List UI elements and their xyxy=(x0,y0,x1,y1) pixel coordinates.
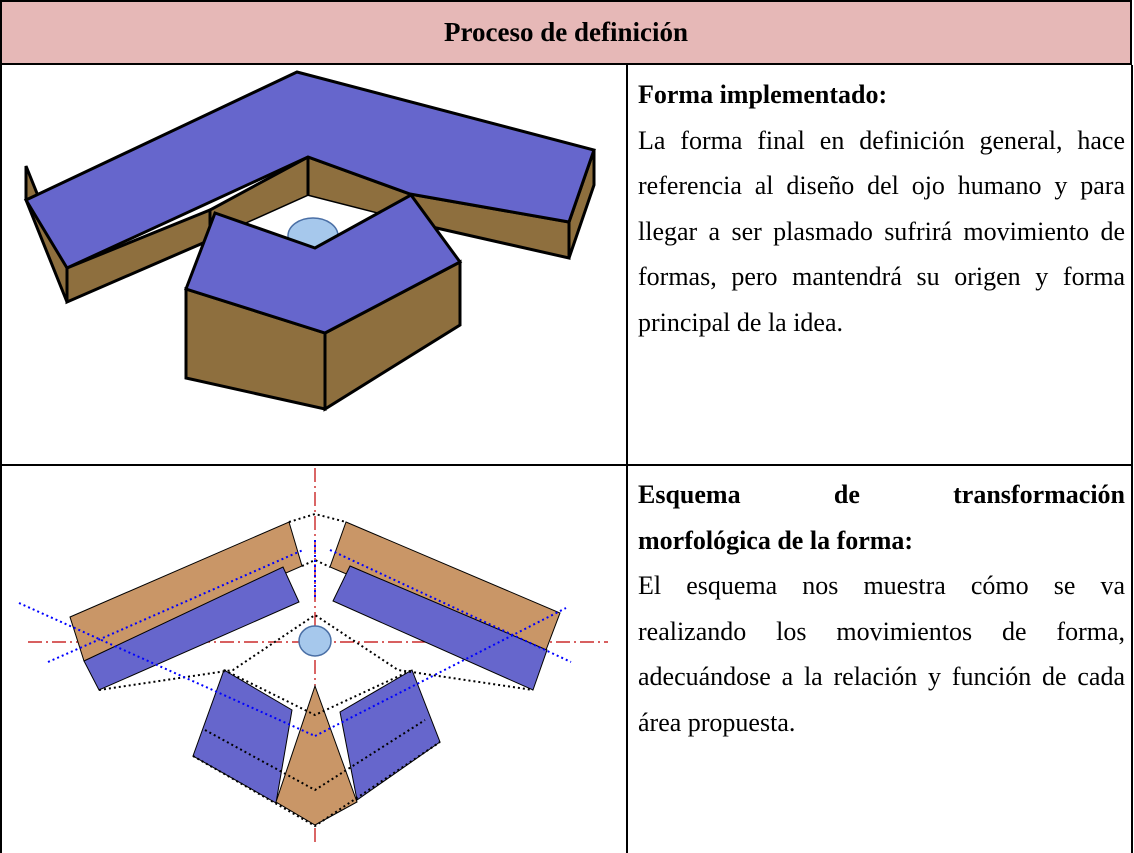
back-wing-roof xyxy=(23,70,596,270)
table-right-border xyxy=(1131,65,1133,853)
bottom-dotted-left xyxy=(192,741,441,828)
table-row-divider xyxy=(0,464,1133,466)
guide-line-right-down xyxy=(314,607,567,737)
row2-heading-line1: Esquema de transformación xyxy=(638,480,1125,509)
table-header-title: Proceso de definición xyxy=(444,17,688,47)
middle-dotted-left xyxy=(98,613,534,691)
center-circle xyxy=(298,625,332,657)
building-3d-icon xyxy=(23,70,596,412)
table-left-border xyxy=(0,65,2,853)
center-triangle-tan xyxy=(275,684,358,826)
left-wing-blue xyxy=(83,566,300,691)
upper-dotted-outline xyxy=(288,512,347,523)
bottom-inner-dotted xyxy=(204,719,426,792)
bottom-right-blue xyxy=(339,669,441,801)
guide-line-left-down xyxy=(18,602,316,737)
row2-heading-line2: morfológica de la forma: xyxy=(638,525,914,555)
row1-text-cell: Forma implementado: La forma final en de… xyxy=(638,72,1125,345)
bottom-left-blue xyxy=(192,669,293,804)
lower-dotted xyxy=(223,669,413,717)
row2-body: El esquema nos muestra cómo se va realiz… xyxy=(638,571,1125,737)
table-column-divider xyxy=(626,65,628,853)
row1-body: La forma final en definición general, ha… xyxy=(638,125,1125,337)
row2-text-cell: Esquema de transformación morfológica de… xyxy=(638,472,1125,745)
row1-heading: Forma implementado: xyxy=(638,80,888,109)
guide-line-left-up xyxy=(47,549,304,663)
guide-line-right-up xyxy=(329,549,572,663)
upper-left-dotted xyxy=(301,558,331,568)
front-wing-roof xyxy=(184,193,463,335)
transformation-scheme-icon xyxy=(18,468,608,845)
table-header: Proceso de definición xyxy=(0,0,1132,65)
